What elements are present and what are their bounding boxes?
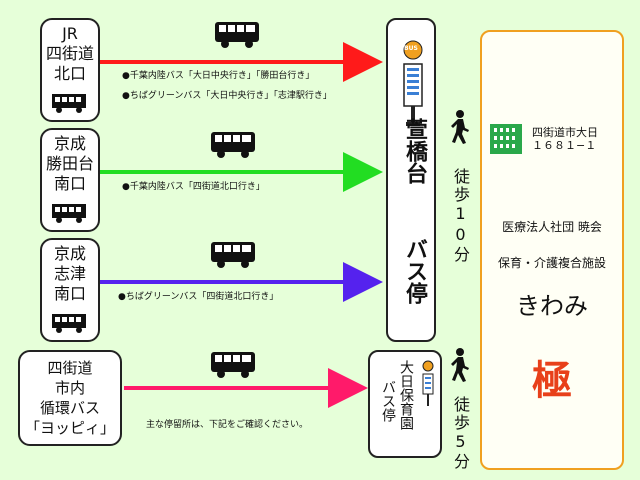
organization-name: 医療法人社団 暁会 — [502, 220, 602, 234]
origin-label: 京成 勝田台 南口 — [45, 134, 94, 193]
secondary-stop-name: 大日保育園 — [398, 360, 414, 430]
route-4-note-1: 主な停留所は、下記をご確認ください。 — [146, 420, 309, 430]
building-icon — [490, 124, 522, 154]
bus-icon — [211, 352, 255, 378]
bus-stop-sign-label: BUS — [404, 45, 418, 52]
bus-icon — [211, 132, 255, 158]
route-2-note-1: ●千葉内陸バス「四街道北口行き」 — [122, 182, 265, 192]
walking-person-icon — [451, 348, 469, 382]
facility-logo: 極 — [532, 357, 572, 404]
origin-label: 京成 志津 南口 — [53, 244, 86, 303]
origin-keisei-katsutadai: 京成 勝田台 南口 — [40, 128, 100, 232]
train-icon — [52, 204, 86, 223]
destination-panel: 四街道市大日 １６８１−１ 医療法人社団 暁会 保育・介護複合施設 きわみ 極 — [480, 30, 624, 470]
bus-icon — [211, 242, 255, 268]
main-stop-suffix: バス停 — [402, 238, 427, 304]
origin-yoppy-loop-bus: 四街道 市内 循環バス 「ヨッピィ」 — [18, 350, 122, 446]
bus-stop-sign-icon — [403, 40, 423, 126]
bus-stop-sign-icon — [422, 360, 434, 406]
origin-jr-yotsukaido: JR 四街道 北口 — [40, 18, 100, 122]
facility-type: 保育・介護複合施設 — [497, 256, 606, 270]
bus-icon — [215, 22, 259, 48]
secondary-stop-suffix: バス停 — [380, 380, 396, 422]
train-icon — [52, 314, 86, 333]
walking-person-icon — [451, 110, 469, 144]
secondary-bus-stop: 大日保育園 バス停 — [368, 350, 442, 458]
origin-label: 四街道 市内 循環バス 「ヨッピィ」 — [24, 359, 115, 437]
route-1-note-2: ●ちばグリーンバス「大日中央行き」「志津駅行き」 — [122, 91, 332, 101]
main-bus-stop: BUS 萱橋台 バス停 — [386, 18, 436, 342]
route-1-note-1: ●千葉内陸バス「大日中央行き」「勝田台行き」 — [122, 71, 315, 81]
walk-time-main: 徒歩10分 — [451, 168, 470, 264]
main-stop-name: 萱橋台 — [402, 118, 427, 184]
route-3-note-1: ●ちばグリーンバス「四街道北口行き」 — [118, 292, 279, 302]
train-icon — [52, 94, 86, 113]
origin-keisei-shizu: 京成 志津 南口 — [40, 238, 100, 342]
facility-name: きわみ — [516, 292, 588, 320]
walk-time-secondary: 徒歩5分 — [451, 396, 470, 471]
origin-label: JR 四街道 北口 — [45, 24, 94, 83]
destination-address: 四街道市大日 １６８１−１ — [532, 126, 598, 152]
